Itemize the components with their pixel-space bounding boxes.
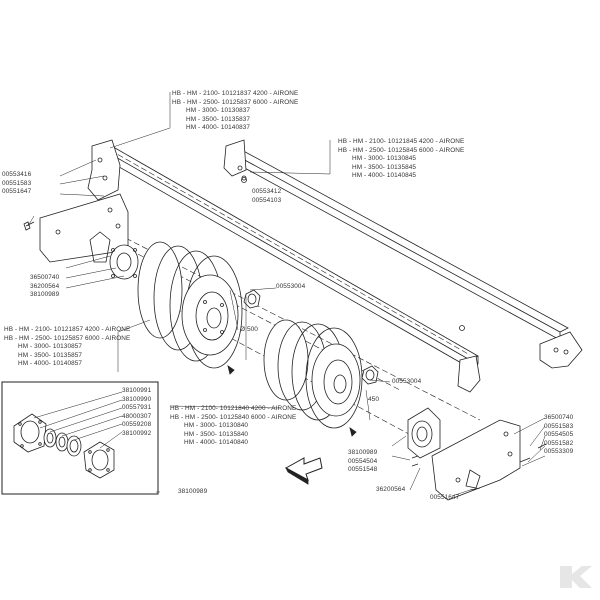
callout-line: HM - 3500- 10135857 [18, 351, 83, 359]
left-hub [109, 244, 139, 280]
callout-line: HB - HM - 2100- 10121837 4200 - AIRONE [172, 90, 299, 97]
right-mounting-plate [431, 419, 521, 501]
part-number: 00551548 [348, 466, 378, 474]
callout-line: HB - HM - 2100- 10121840 4200 - AIRONE [170, 405, 297, 412]
part-number: 00553309 [544, 448, 574, 456]
right-nut [361, 365, 379, 385]
support-bracket [457, 355, 481, 393]
part-number: 48000307 [122, 412, 152, 420]
bolts [23, 221, 547, 491]
callout-line: HB - HM - 2100- 10121845 4200 - AIRONE [338, 138, 465, 145]
callout-nut-top: 00553004 [276, 283, 306, 290]
part-number: 00554505 [544, 431, 574, 439]
callout-middle-group: HB - HM - 2100- 10121840 4200 - AIRONE H… [170, 405, 296, 448]
right-hub [407, 407, 441, 459]
callout-line: HM - 4000- 10140857 [18, 360, 83, 368]
callout-right-hub-bottom: 36200564 [376, 486, 406, 493]
part-number: 00559208 [122, 421, 152, 429]
part-number: 00551583 [2, 179, 32, 187]
callout-line: HM - 3000- 10130857 [18, 343, 83, 351]
callout-top-left-group: HB - HM - 2100- 10121837 4200 - AIRONE H… [172, 90, 298, 133]
callout-line: HB - HM - 2500- 10125857 6000 - AIRONE [4, 334, 131, 342]
callout-line: HB - HM - 2500- 10125837 6000 - AIRONE [172, 98, 299, 106]
callout-line: HM - 3000- 10130845 [352, 155, 417, 163]
callout-line: HM - 4000- 10140845 [352, 172, 417, 180]
part-number: 38100992 [122, 429, 152, 437]
part-number: 00554504 [348, 457, 378, 465]
part-number: 38100989 [348, 449, 378, 456]
callout-inset-assembly: 38100989 [178, 488, 208, 495]
left-end-bracket [87, 139, 121, 201]
right-spiral-auger [263, 319, 363, 429]
callout-line: HM - 3500- 10135845 [352, 163, 417, 171]
direction-arrow [284, 457, 323, 485]
left-spiral-auger [137, 241, 243, 369]
callout-line: HM - 3000- 10130837 [186, 107, 251, 115]
callout-line: HM - 3500- 10135840 [184, 430, 249, 438]
inset-box [1, 381, 160, 495]
callout-right-bracket-bottom: 00551647 [430, 494, 460, 501]
callout-line: HB - HM - 2500- 10125840 6000 - AIRONE [170, 413, 297, 421]
inset-leaders [33, 391, 160, 493]
brand-logo [560, 566, 592, 588]
dimension-lines [227, 289, 371, 437]
callout-right-side-parts: 36500740 00551583 00554505 00551582 0055… [544, 414, 573, 457]
dimension-diameter: Ø 500 [240, 326, 258, 333]
callout-line: HB - HM - 2500- 10125845 6000 - AIRONE [338, 146, 465, 154]
inset-flange-2 [83, 441, 115, 479]
part-number: 00553416 [2, 171, 32, 178]
inset-flange [13, 413, 47, 453]
part-number: 00551583 [544, 422, 574, 430]
callout-line: HM - 3000- 10130840 [184, 422, 249, 430]
part-number: 38100991 [122, 387, 152, 394]
part-number: 00557931 [122, 404, 152, 412]
callout-top-right-group: HB - HM - 2100- 10121845 4200 - AIRONE H… [338, 138, 464, 181]
part-number: 00553412 [252, 188, 282, 195]
dimension-width: 450 [368, 396, 380, 403]
part-number: 36500740 [544, 414, 574, 421]
callout-line: HM - 4000- 10140840 [184, 439, 249, 447]
callout-left-bracket-parts: 00553416 00551583 00551647 [2, 171, 31, 197]
callout-left-hub-parts: 36500740 36200564 38100989 [30, 274, 59, 300]
top-right-bracket [223, 139, 247, 181]
leader-lines [27, 92, 546, 497]
left-nut [243, 289, 261, 309]
part-number: 36200564 [30, 282, 60, 290]
part-number: 38100990 [122, 395, 152, 403]
right-end-bracket [539, 331, 583, 369]
callout-line: HM - 3500- 10135837 [186, 115, 251, 123]
part-number: 00551582 [544, 439, 574, 447]
callout-line: HM - 4000- 10140837 [186, 124, 251, 132]
part-number: 36500740 [30, 274, 60, 281]
part-number: 00554103 [252, 196, 282, 204]
callout-right-hub-parts: 38100989 00554504 00551548 [348, 449, 377, 475]
callout-top-bracket-parts: 00553412 00554103 [252, 188, 281, 205]
callout-line: HB - HM - 2100- 10121857 4200 - AIRONE [4, 326, 131, 333]
callout-inset-parts: 38100991 38100990 00557931 48000307 0055… [122, 387, 151, 439]
part-number: 00551647 [2, 188, 32, 196]
part-number: 38100989 [30, 291, 60, 299]
callout-nut-mid: 00553004 [392, 378, 422, 385]
callout-left-group: HB - HM - 2100- 10121857 4200 - AIRONE H… [4, 326, 130, 369]
